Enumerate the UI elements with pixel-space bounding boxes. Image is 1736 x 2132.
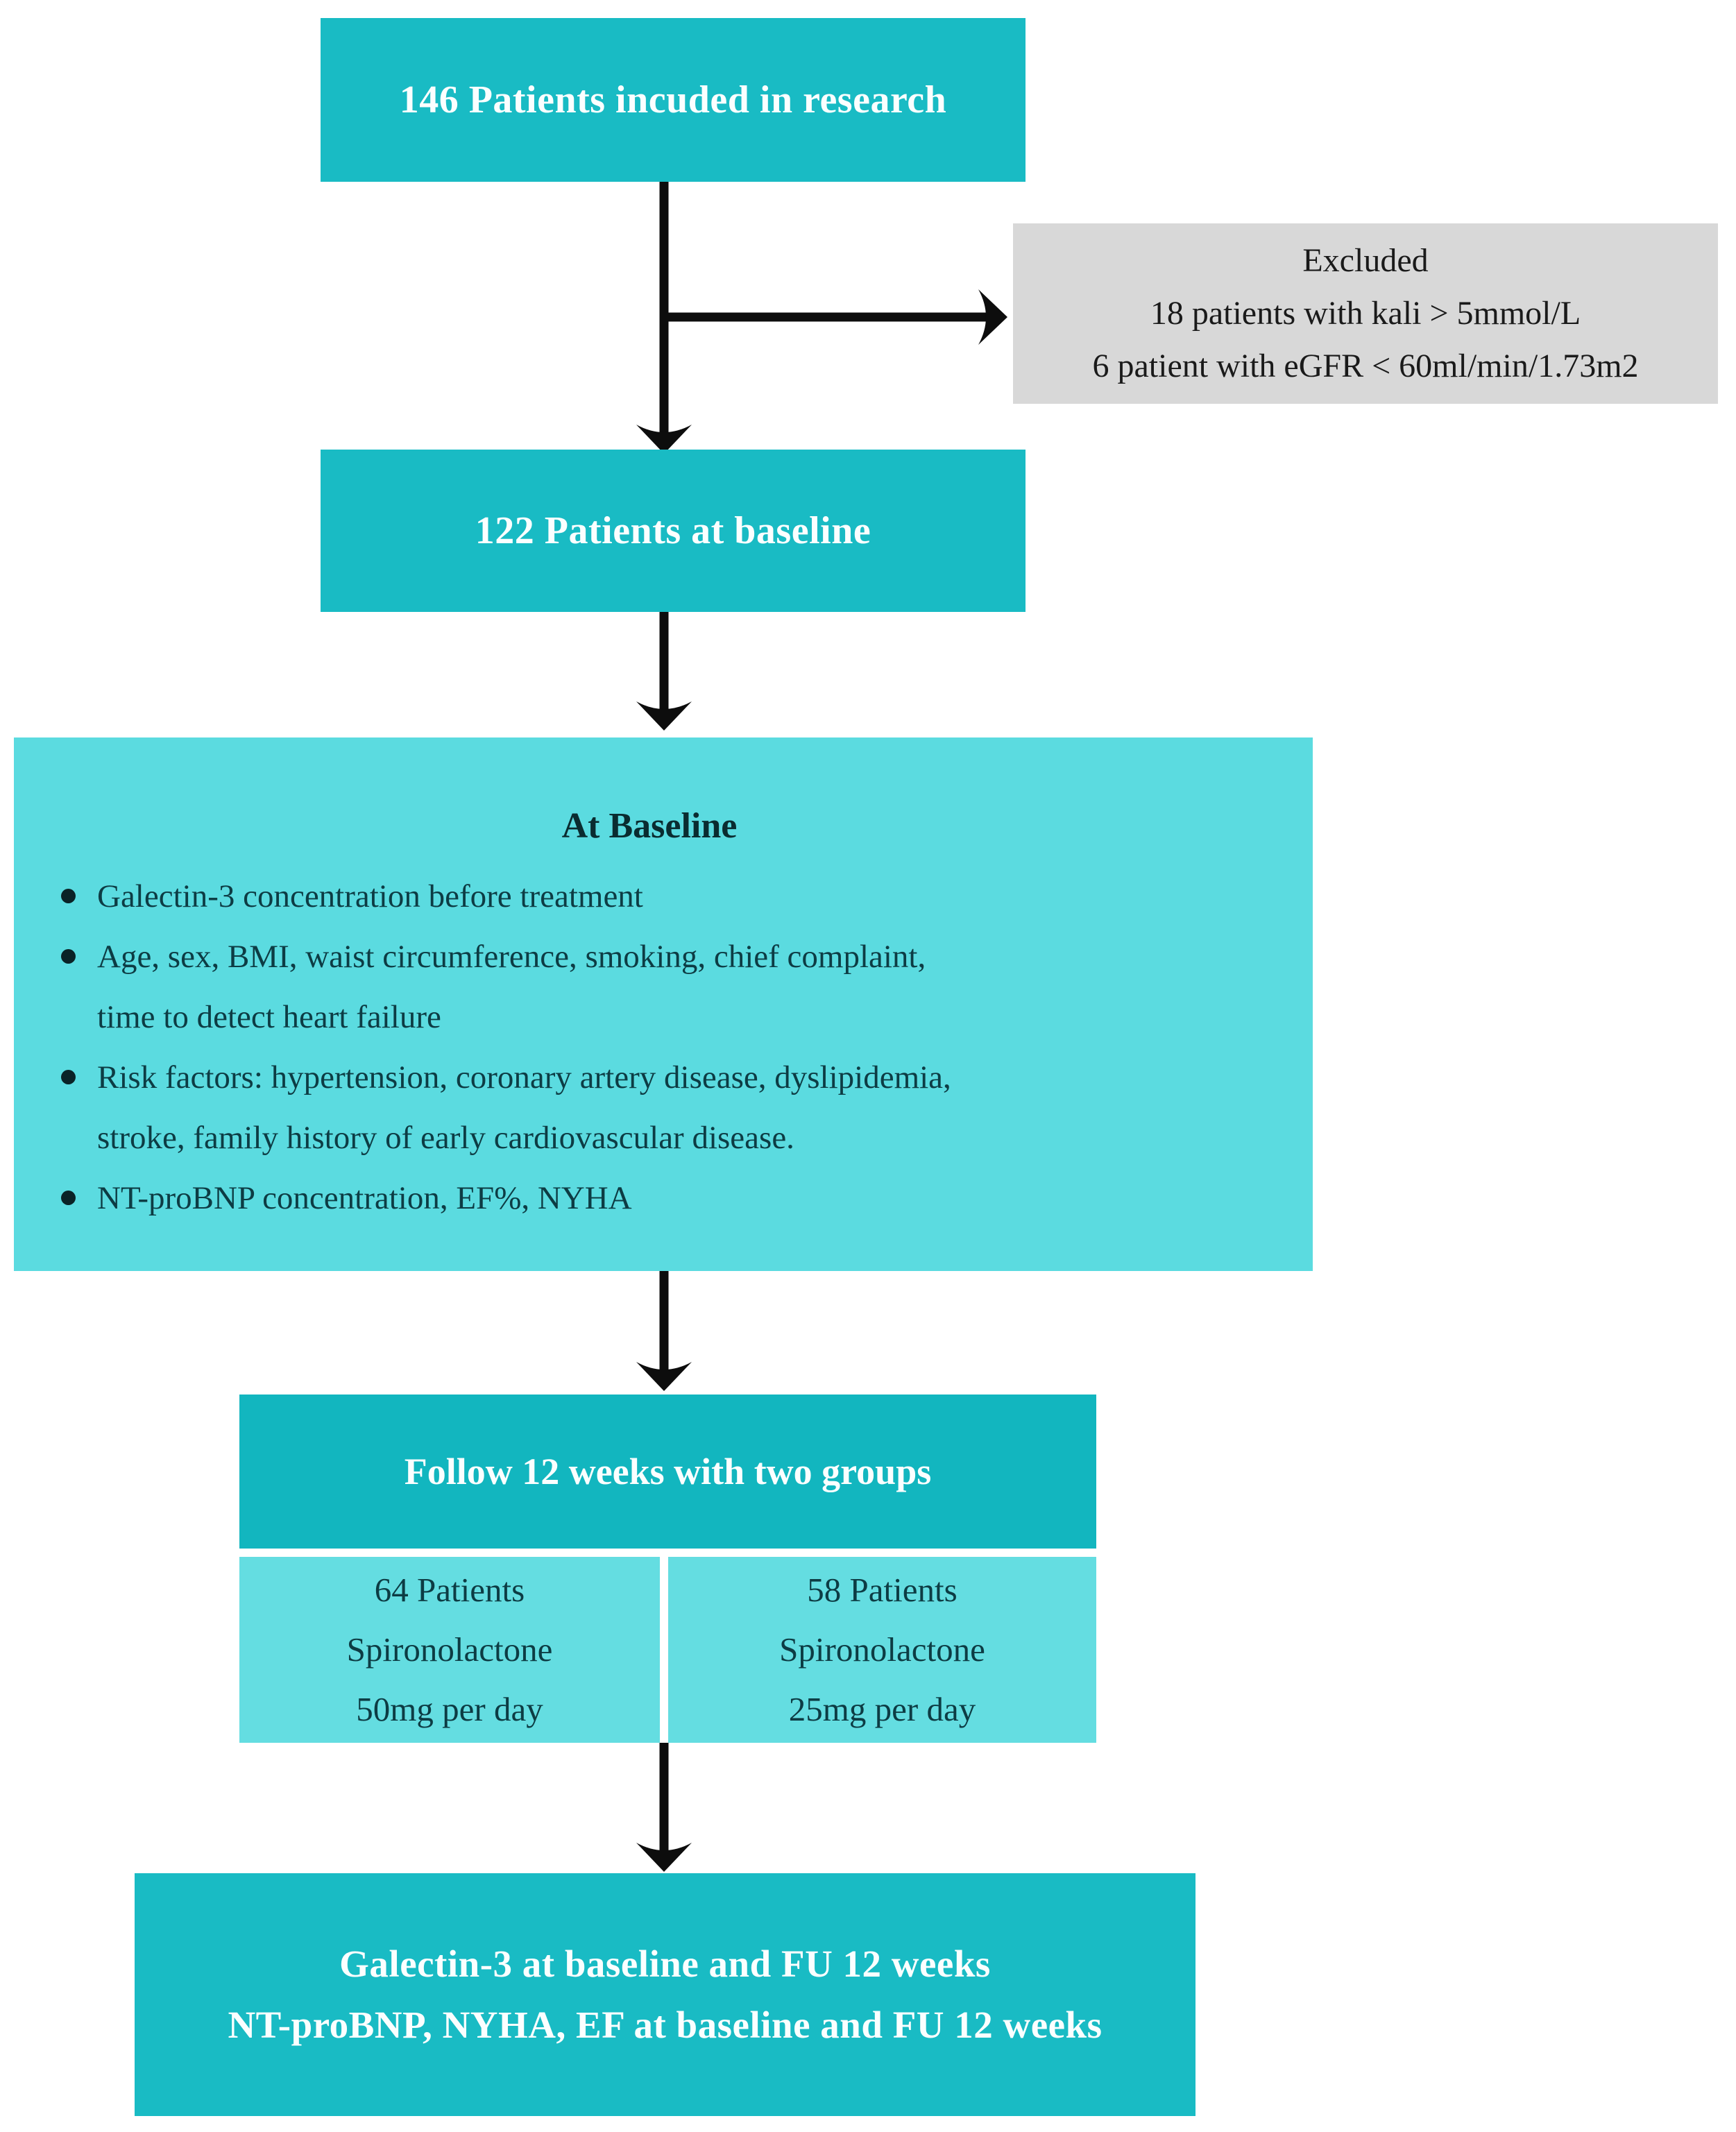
group-50mg-count: 64 Patients — [374, 1571, 525, 1609]
arrowhead-down-3 — [636, 1362, 692, 1391]
arrowhead-right-excluded — [978, 289, 1007, 345]
bullet-ntprobnp: NT-proBNP concentration, EF%, NYHA — [14, 1168, 1285, 1229]
outcome-box: Galectin-3 at baseline and FU 12 weeks N… — [135, 1873, 1195, 2116]
group-50mg-drug: Spironolactone — [346, 1630, 553, 1669]
bullet-dot-icon — [61, 889, 76, 903]
group-25mg-box: 58 Patients Spironolactone 25mg per day — [668, 1557, 1096, 1743]
outcome-ntprobnp-line: NT-proBNP, NYHA, EF at baseline and FU 1… — [228, 2004, 1103, 2046]
baseline-count-label: 122 Patients at baseline — [475, 509, 871, 552]
follow-up-box: Follow 12 weeks with two groups — [239, 1395, 1096, 1549]
group-50mg-dose: 50mg per day — [356, 1690, 543, 1728]
group-25mg-drug: Spironolactone — [779, 1630, 985, 1669]
bullet-demographics: Age, sex, BMI, waist circumference, smok… — [14, 927, 1285, 1048]
group-25mg-count: 58 Patients — [807, 1571, 958, 1609]
included-patients-label: 146 Patients incuded in research — [399, 78, 947, 121]
group-50mg-box: 64 Patients Spironolactone 50mg per day — [239, 1557, 660, 1743]
outcome-galectin-line: Galectin-3 at baseline and FU 12 weeks — [339, 1943, 991, 1985]
excluded-reason-egfr: 6 patient with eGFR < 60ml/min/1.73m2 — [1092, 348, 1639, 384]
bullet-risk-factors: Risk factors: hypertension, coronary art… — [14, 1048, 1285, 1168]
at-baseline-title: At Baseline — [561, 806, 738, 846]
follow-up-label: Follow 12 weeks with two groups — [404, 1451, 932, 1492]
group-25mg-dose: 25mg per day — [788, 1690, 976, 1728]
excluded-title: Excluded — [1302, 242, 1429, 279]
bullet-dot-icon — [61, 1070, 76, 1084]
included-patients-box: 146 Patients incuded in research — [321, 18, 1026, 182]
bullet-galectin: Galectin-3 concentration before treatmen… — [14, 867, 1285, 927]
bullet-dot-icon — [61, 949, 76, 964]
bullet-dot-icon — [61, 1191, 76, 1205]
arrowhead-down-2 — [636, 701, 692, 731]
arrowhead-down-4 — [636, 1843, 692, 1872]
baseline-count-box: 122 Patients at baseline — [321, 450, 1026, 612]
at-baseline-box: At Baseline Galectin-3 concentration bef… — [14, 737, 1313, 1271]
at-baseline-bullet-list: Galectin-3 concentration before treatmen… — [14, 867, 1285, 1229]
excluded-box: Excluded 18 patients with kali > 5mmol/L… — [1013, 223, 1718, 404]
excluded-reason-kali: 18 patients with kali > 5mmol/L — [1150, 295, 1581, 332]
